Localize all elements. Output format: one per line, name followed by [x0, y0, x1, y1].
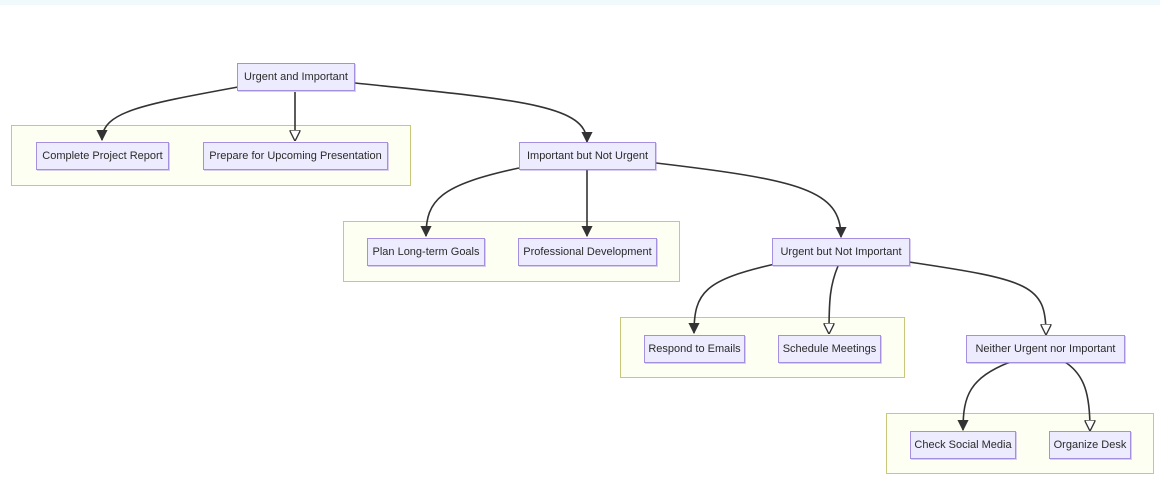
node-urgent-but-not-important: Urgent but Not Important: [772, 238, 910, 266]
edge-important-not-urgent-to-plan-goals: [420, 167, 520, 238]
node-professional-development: Professional Development: [518, 238, 657, 266]
edge-urgent-important-to-complete-report: [96, 86, 239, 142]
node-plan-long-term-goals: Plan Long-term Goals: [367, 238, 485, 266]
node-organize-desk: Organize Desk: [1049, 431, 1131, 459]
edge-urgent-important-to-important-not-urgent: [354, 82, 593, 144]
node-respond-to-emails: Respond to Emails: [644, 335, 745, 363]
node-schedule-meetings: Schedule Meetings: [778, 335, 881, 363]
node-important-but-not-urgent: Important but Not Urgent: [519, 142, 656, 170]
top-bar: [0, 0, 1160, 5]
edge-neither-to-organize-desk: [1064, 361, 1090, 430]
node-prepare-for-upcoming-presentation: Prepare for Upcoming Presentation: [203, 142, 388, 170]
edge-urgent-not-important-to-schedule-meetings: [829, 265, 839, 333]
node-neither-urgent-nor-important: Neither Urgent nor Important: [966, 335, 1125, 363]
edge-urgent-not-important-to-neither: [908, 261, 1046, 334]
node-check-social-media: Check Social Media: [910, 431, 1016, 459]
edge-urgent-not-important-to-respond-emails: [688, 263, 776, 335]
node-complete-project-report: Complete Project Report: [36, 142, 169, 170]
edge-important-not-urgent-to-urgent-not-important: [655, 162, 847, 239]
node-urgent-and-important: Urgent and Important: [237, 63, 355, 91]
edge-neither-to-check-social: [957, 361, 1011, 432]
